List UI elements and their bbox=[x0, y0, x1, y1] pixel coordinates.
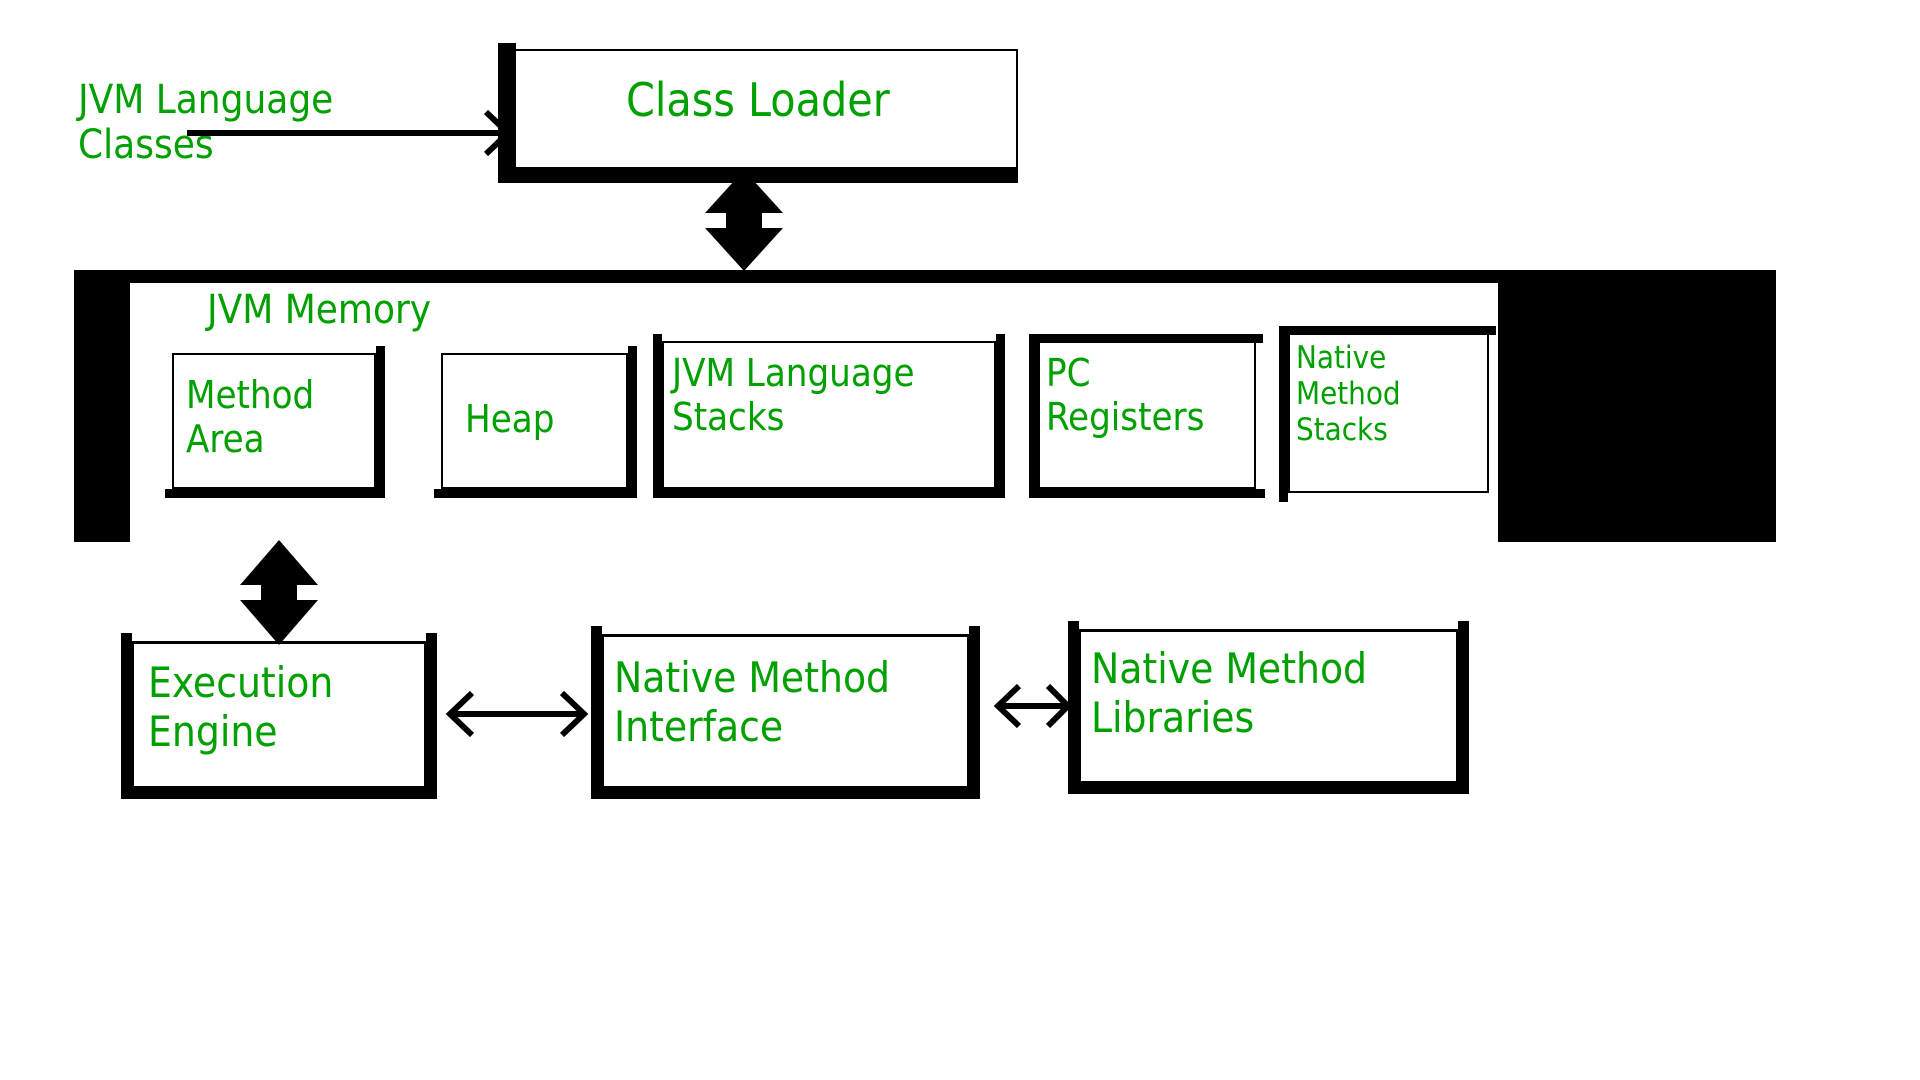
box-shadow-bottom bbox=[434, 489, 637, 498]
box-shadow-bottom bbox=[121, 788, 435, 799]
box-shadow-right bbox=[1458, 621, 1469, 794]
box-shadow-bottom bbox=[165, 489, 385, 498]
box-shadow-left bbox=[653, 334, 662, 498]
memory-region-jvm-language-stacks[interactable]: JVM Language Stacks bbox=[653, 334, 1005, 498]
jvm-memory-label: JVM Memory bbox=[207, 287, 432, 333]
box-shadow-left bbox=[1068, 621, 1079, 794]
memory-region-label: Heap bbox=[465, 397, 555, 441]
memory-region-label: Native Method Stacks bbox=[1296, 340, 1401, 448]
connector-native-method-interface-to-libraries bbox=[993, 683, 1073, 729]
connector-execution-engine-to-native-method-interface bbox=[445, 690, 589, 738]
box-shadow-left bbox=[121, 633, 132, 799]
box-shadow-top bbox=[1279, 326, 1496, 335]
execution-engine-label: Execution Engine bbox=[148, 658, 334, 756]
box-shadow-left bbox=[1029, 334, 1038, 498]
memory-region-label: JVM Language Stacks bbox=[672, 351, 915, 439]
box-shadow-bottom bbox=[1031, 489, 1265, 498]
box-shadow-right bbox=[426, 633, 437, 799]
native-method-interface-box[interactable]: Native Method Interface bbox=[591, 626, 980, 799]
box-shadow-bottom bbox=[655, 489, 1005, 498]
memory-region-method-area[interactable]: Method Area bbox=[165, 346, 385, 498]
box-shadow-right bbox=[628, 346, 637, 498]
box-shadow-right bbox=[376, 346, 385, 498]
native-method-libraries-box[interactable]: Native Method Libraries bbox=[1068, 621, 1469, 794]
class-loader-box[interactable]: Class Loader bbox=[498, 43, 1018, 183]
connector-jvm-memory-to-execution-engine bbox=[240, 540, 318, 645]
memory-region-label: Method Area bbox=[186, 373, 315, 461]
box-shadow-top bbox=[1029, 334, 1263, 343]
box-shadow-right bbox=[969, 626, 980, 799]
native-method-interface-label: Native Method Interface bbox=[614, 653, 891, 751]
input-label-jvm-language-classes: JVM Language Classes bbox=[78, 77, 334, 168]
box-shadow-bottom bbox=[1068, 783, 1467, 794]
execution-engine-box[interactable]: Execution Engine bbox=[121, 633, 437, 799]
native-method-libraries-label: Native Method Libraries bbox=[1091, 644, 1368, 742]
class-loader-label: Class Loader bbox=[626, 73, 890, 127]
connector-class-loader-to-jvm-memory bbox=[705, 170, 783, 271]
memory-region-native-method-stacks[interactable]: Native Method Stacks bbox=[1279, 326, 1496, 502]
memory-region-heap[interactable]: Heap bbox=[434, 346, 637, 498]
box-shadow-left bbox=[591, 626, 602, 799]
memory-region-label: PC Registers bbox=[1046, 351, 1205, 439]
box-shadow-bottom bbox=[591, 788, 978, 799]
memory-region-pc-registers[interactable]: PC Registers bbox=[1029, 334, 1265, 498]
box-shadow-left bbox=[1279, 326, 1288, 502]
box-shadow-right bbox=[996, 334, 1005, 498]
